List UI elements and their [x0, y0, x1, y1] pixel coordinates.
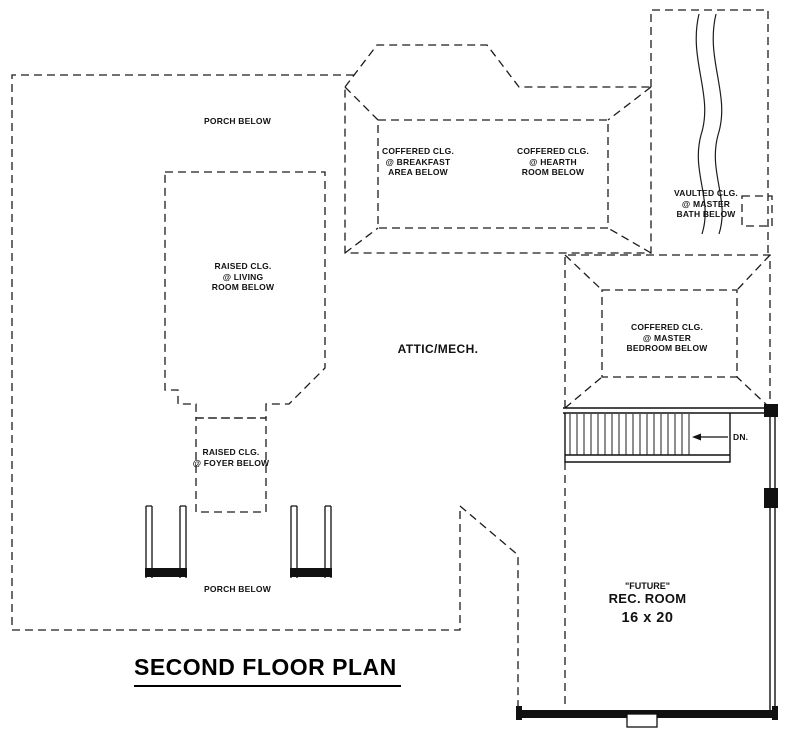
bottom-wall-endcap-right: [772, 706, 778, 720]
master-bedroom-coffer: [601, 289, 738, 378]
porch-column-base-right: [290, 568, 332, 577]
label-porch-top: PORCH BELOW: [204, 116, 271, 126]
flue-line-left: [695, 13, 706, 235]
label-stairs-dn: DN.: [733, 432, 749, 442]
breakfast-hip-lines: [344, 86, 652, 254]
window-block-top: [764, 404, 778, 417]
label-hearth: COFFERED CLG. @ HEARTH ROOM BELOW: [516, 146, 589, 178]
master-bedroom-outline: [564, 254, 771, 408]
living-room-outline: [164, 171, 326, 419]
porch-column-base-left: [145, 568, 187, 577]
porch-column-left: [145, 505, 187, 578]
porch-column-bases: [145, 568, 332, 577]
porch-columns: [145, 505, 332, 578]
flue-lines: [695, 13, 723, 235]
label-master-bedroom: COFFERED CLG. @ MASTER BEDROOM BELOW: [626, 322, 708, 354]
flue-line-right: [712, 13, 723, 235]
rec-room-name-label: REC. ROOM: [608, 590, 687, 606]
plan-title: SECOND FLOOR PLAN: [134, 654, 401, 687]
bottom-wall-endcap-left: [516, 706, 522, 720]
solid-walls: [563, 407, 776, 712]
foyer-outline: [195, 417, 267, 513]
label-attic-mech: ATTIC/MECH.: [397, 342, 479, 356]
stair-top-wall: [563, 407, 776, 414]
main-roof-outline: [11, 74, 519, 708]
rec-room-right-wall: [769, 413, 776, 712]
rec-room-future-label: "FUTURE": [624, 581, 671, 591]
label-breakfast: COFFERED CLG. @ BREAKFAST AREA BELOW: [381, 146, 454, 178]
stair-enclosure: [564, 413, 731, 463]
label-foyer: RAISED CLG. @ FOYER BELOW: [192, 447, 270, 468]
label-master-bath: VAULTED CLG. @ MASTER BATH BELOW: [674, 188, 738, 220]
stair-treads: [569, 414, 690, 455]
rec-room-size-label: 16 x 20: [621, 609, 674, 626]
label-porch-bottom: PORCH BELOW: [204, 584, 271, 594]
porch-column-right: [290, 505, 332, 578]
chimney-block-outline: [650, 9, 769, 253]
stair-down-arrow: [692, 433, 728, 441]
master-bath-vault-box: [741, 195, 773, 227]
arrow-head: [692, 433, 701, 441]
window-block-mid: [764, 488, 778, 508]
label-living-room: RAISED CLG. @ LIVING ROOM BELOW: [211, 261, 275, 293]
dashed-outlines: [11, 9, 773, 708]
label-rec-room-group: "FUTURE" REC. ROOM 16 x 20: [590, 581, 705, 626]
bottom-chimney-box: [626, 713, 658, 728]
breakfast-hearth-outline: [344, 44, 652, 254]
